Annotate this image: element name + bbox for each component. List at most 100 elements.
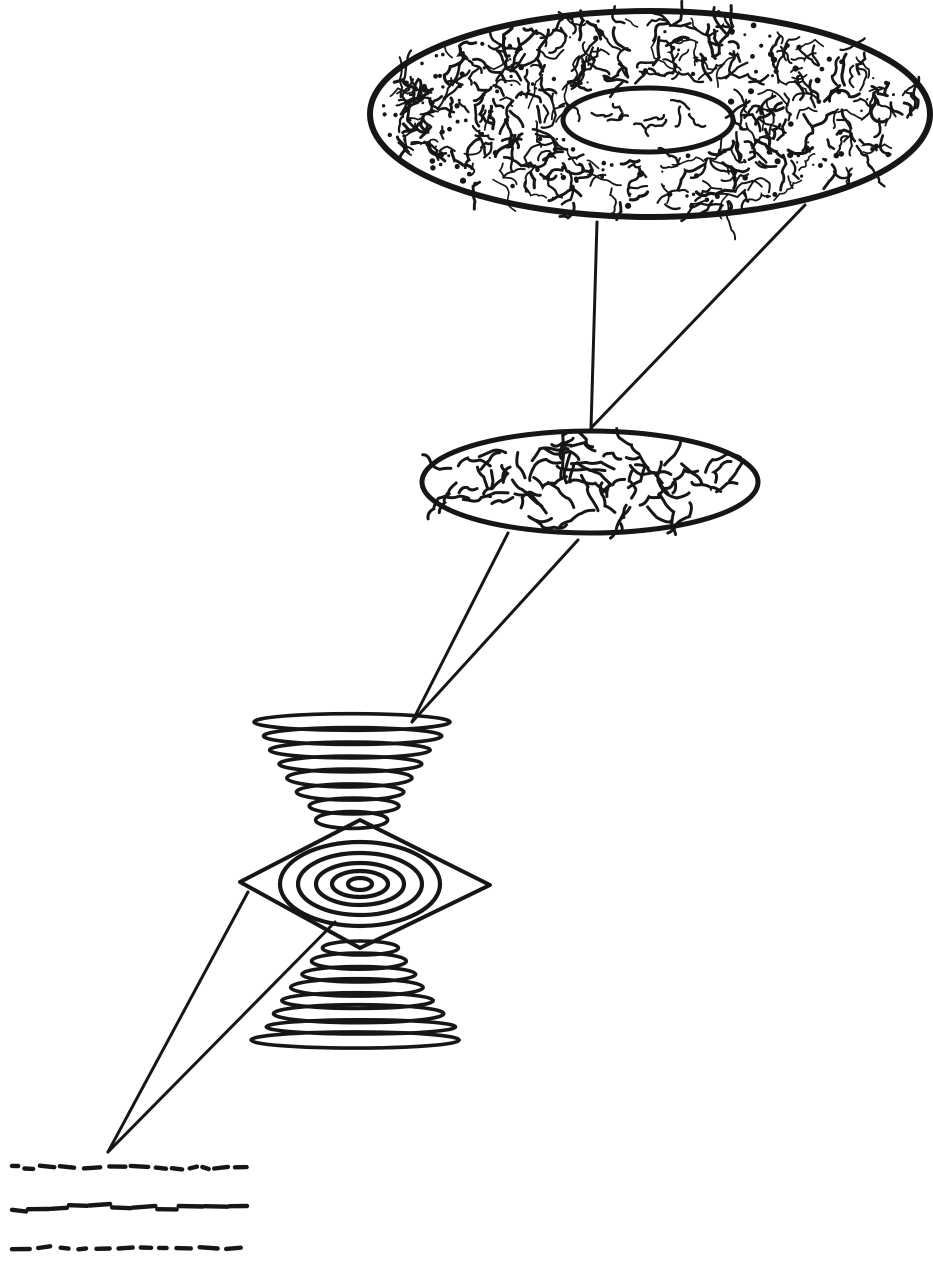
texture-mark xyxy=(503,28,512,56)
squiggle-mark xyxy=(604,453,621,459)
texture-dot xyxy=(587,81,589,83)
squiggle-mark xyxy=(515,494,546,513)
dash-mark xyxy=(205,1206,228,1207)
texture-dot xyxy=(420,62,424,66)
texture-dot xyxy=(430,158,436,164)
squiggle-mark xyxy=(517,453,525,478)
texture-dot xyxy=(743,33,746,36)
squiggle-mark xyxy=(665,443,681,465)
texture-dot xyxy=(464,119,468,123)
texture-dot xyxy=(603,76,609,82)
texture-mark xyxy=(459,103,468,112)
texture-dot xyxy=(458,84,462,88)
texture-dot xyxy=(460,71,465,76)
texture-dot xyxy=(874,144,879,149)
texture-mark xyxy=(723,163,736,188)
texture-mark xyxy=(703,181,722,189)
texture-mark xyxy=(460,42,476,59)
texture-dot xyxy=(812,164,814,166)
texture-dot xyxy=(388,133,392,137)
texture-dot xyxy=(600,175,604,179)
texture-mark xyxy=(440,147,455,152)
medium-oval xyxy=(422,429,758,538)
texture-dot xyxy=(807,141,809,143)
texture-dot xyxy=(686,153,691,158)
texture-dot xyxy=(861,62,863,64)
dash-mark xyxy=(51,1208,67,1209)
texture-mark xyxy=(828,140,834,149)
texture-dot xyxy=(509,58,511,60)
texture-dot xyxy=(800,175,803,178)
dash-mark xyxy=(112,1207,130,1208)
texture-mark xyxy=(672,73,703,82)
dash-mark xyxy=(200,1247,218,1248)
diamond-eye xyxy=(240,820,490,948)
texture-dot xyxy=(535,87,538,90)
dash-mark xyxy=(69,1205,87,1206)
texture-mark xyxy=(798,48,819,66)
texture-dot xyxy=(799,75,801,77)
texture-dot xyxy=(661,171,663,173)
texture-mark xyxy=(774,180,802,200)
texture-mark xyxy=(658,190,688,203)
texture-dot xyxy=(542,159,545,162)
texture-mark xyxy=(504,169,524,176)
texture-dot xyxy=(729,28,735,34)
texture-dot xyxy=(579,81,583,85)
coil-stack-top xyxy=(254,714,450,829)
texture-dot xyxy=(748,88,754,94)
texture-dot xyxy=(866,98,868,100)
texture-mark xyxy=(793,93,817,100)
texture-dot xyxy=(870,147,874,151)
texture-dot xyxy=(691,72,695,76)
inner-loop xyxy=(592,113,612,117)
texture-dot xyxy=(433,74,438,79)
connector-lines-middle xyxy=(412,533,578,722)
texture-dot xyxy=(467,172,472,177)
texture-mark xyxy=(824,165,836,189)
concentric-rings xyxy=(280,842,440,926)
squiggle-mark xyxy=(692,482,721,491)
texture-dot xyxy=(560,173,562,175)
texture-dot xyxy=(694,173,699,178)
texture-dot xyxy=(454,103,459,108)
squiggle-mark xyxy=(714,461,731,482)
texture-dot xyxy=(815,77,821,83)
texture-dot xyxy=(689,204,694,209)
dash-mark xyxy=(84,1167,100,1168)
dash-mark xyxy=(133,1206,156,1208)
eye-ring xyxy=(348,878,372,890)
texture-dot xyxy=(774,69,779,74)
texture-dot xyxy=(455,164,460,169)
texture-dot xyxy=(771,57,777,63)
dash-mark xyxy=(89,1204,110,1206)
eye-ring xyxy=(332,871,388,897)
texture-dot xyxy=(742,161,744,163)
texture-dot xyxy=(629,193,632,196)
dash-rows xyxy=(12,1166,247,1250)
dash-mark xyxy=(61,1248,69,1249)
texture-dot xyxy=(722,149,727,154)
texture-dot xyxy=(510,84,512,86)
texture-mark xyxy=(842,54,846,85)
texture-mark xyxy=(857,146,872,168)
texture-mark xyxy=(850,66,854,88)
texture-dot xyxy=(441,53,445,57)
dash-mark xyxy=(190,1167,197,1169)
diamond-outline xyxy=(240,820,490,948)
texture-mark xyxy=(731,74,764,85)
texture-dot xyxy=(772,192,777,197)
large-oval xyxy=(370,1,930,239)
texture-mark xyxy=(799,154,815,171)
inner-loop xyxy=(648,120,666,127)
texture-dot xyxy=(771,74,774,77)
texture-dot xyxy=(836,89,841,94)
texture-dot xyxy=(430,165,435,170)
texture-mark xyxy=(473,59,505,82)
texture-mark xyxy=(450,98,453,117)
dash-mark xyxy=(131,1166,149,1167)
texture-dot xyxy=(794,66,797,69)
texture-mark xyxy=(510,111,523,127)
squiggle-mark xyxy=(445,496,469,498)
texture-dot xyxy=(751,23,757,29)
